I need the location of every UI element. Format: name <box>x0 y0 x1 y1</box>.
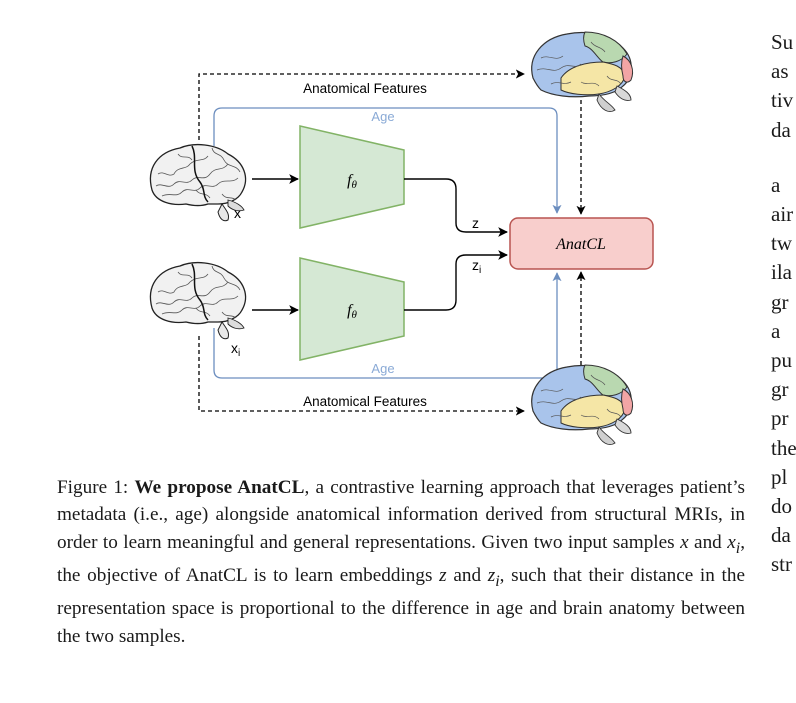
age-arrow-top <box>213 107 562 214</box>
embedding-z-label: z <box>472 215 479 231</box>
bottom-features-label: Anatomical Features <box>303 394 427 409</box>
encoder-bottom-label: fθ <box>347 302 357 321</box>
features-arrow-top <box>198 69 525 140</box>
caption-var-z: z <box>439 565 447 587</box>
side-line: a <box>771 172 781 197</box>
caption-text-1: , a contrastive learning approach that l… <box>57 477 746 553</box>
side-line: da <box>771 523 791 548</box>
bottom-age-label: Age <box>371 361 394 376</box>
caption-var-xi-sub: i <box>735 539 741 557</box>
features-arrow-bottom <box>198 336 525 416</box>
side-line: pl <box>771 464 788 489</box>
side-line: tiv <box>771 88 794 113</box>
atlas-brain-icon-top <box>531 31 634 113</box>
caption-var-zi-sub: i <box>495 572 500 590</box>
input-x-label: x <box>234 205 241 221</box>
atlas-brain-icon-bottom <box>531 364 634 446</box>
caption-var-zi: z <box>487 565 496 587</box>
side-line: air <box>771 202 794 227</box>
caption-bold-lead: We propose AnatCL <box>134 477 305 498</box>
side-line: ila <box>771 260 792 285</box>
side-column-text: Su as tiv da a air tw ila gr a pu gr pr … <box>771 28 796 580</box>
caption-text-5: , such that their distance in the repres… <box>57 565 745 647</box>
side-line: a <box>771 318 781 343</box>
top-features-label: Anatomical Features <box>303 81 427 96</box>
caption-figure-label: Figure 1: <box>57 477 129 498</box>
caption-var-xi: x <box>727 531 736 553</box>
side-line: pu <box>771 348 792 373</box>
side-line: as <box>771 59 789 84</box>
brain-icon-bottom <box>149 261 247 340</box>
side-line: pr <box>771 406 789 431</box>
encoder-top-label: fθ <box>347 172 357 191</box>
side-line: do <box>771 494 792 519</box>
caption-text-3: , the objective of AnatCL is to learn em… <box>57 531 745 587</box>
side-line: str <box>771 552 792 577</box>
side-line: gr <box>771 289 789 314</box>
encoder-top <box>299 125 405 229</box>
brain-icon-top <box>149 143 247 222</box>
paragraph-gap <box>771 145 796 171</box>
anatcl-loss-box <box>509 217 654 270</box>
side-line: da <box>771 117 791 142</box>
side-line: the <box>771 435 796 460</box>
caption-var-x: x <box>680 531 689 553</box>
anatcl-loss-label: AnatCL <box>555 236 606 253</box>
embedding-zi-label: zi <box>472 257 481 276</box>
caption-text-4: and <box>446 565 488 587</box>
top-age-label: Age <box>371 109 394 124</box>
figure-caption: Figure 1: We propose AnatCL, a contrasti… <box>57 474 745 650</box>
side-line: Su <box>771 30 794 54</box>
input-xi-label: xi <box>231 340 240 359</box>
embedding-arrow-z <box>404 178 508 237</box>
side-line: gr <box>771 377 789 402</box>
caption-text-2: and <box>688 531 728 553</box>
side-line: tw <box>771 231 792 256</box>
encoder-bottom <box>299 257 405 361</box>
embedding-arrow-zi <box>404 250 508 311</box>
